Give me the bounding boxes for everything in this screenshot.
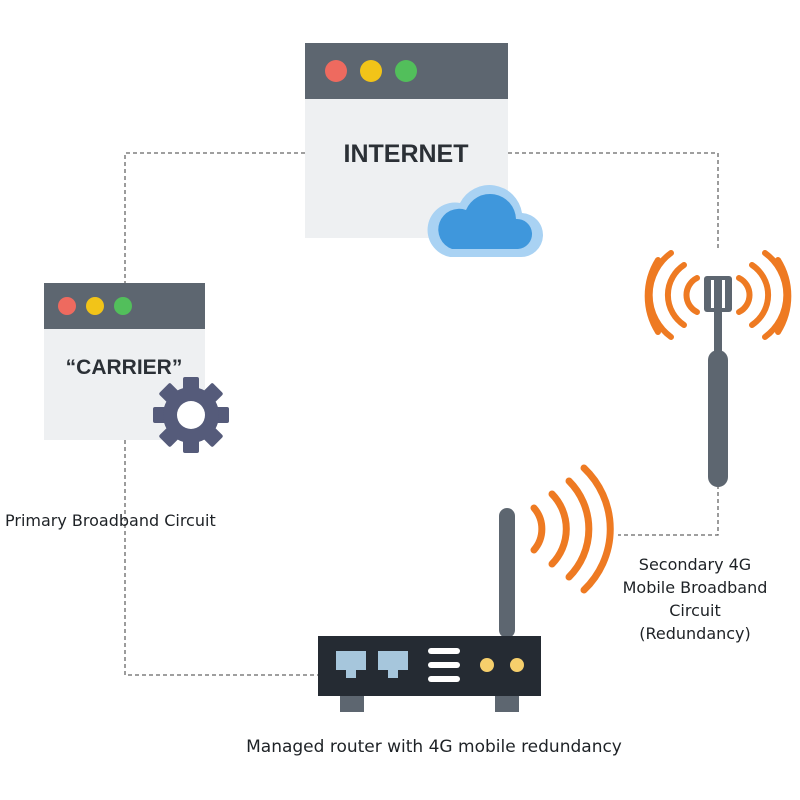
- router-signal-waves: [530, 464, 614, 594]
- window-minimize-dot: [360, 60, 382, 82]
- router-foot-left: [340, 694, 364, 712]
- router-vent: [428, 648, 460, 682]
- secondary-label-line: Circuit: [669, 601, 721, 620]
- carrier-window: “CARRIER”: [44, 283, 229, 453]
- router-status-led: [510, 658, 524, 672]
- router-icon: [318, 464, 614, 712]
- carrier-title: “CARRIER”: [66, 356, 183, 379]
- internet-title: INTERNET: [344, 140, 469, 168]
- secondary-circuit-label: Secondary 4G Mobile Broadband Circuit (R…: [623, 555, 768, 643]
- window-close-dot: [58, 297, 76, 315]
- cell-tower-icon: [644, 250, 792, 487]
- window-minimize-dot: [86, 297, 104, 315]
- primary-circuit-label: Primary Broadband Circuit: [5, 511, 216, 530]
- connection-lines: [124, 152, 719, 676]
- window-maximize-dot: [395, 60, 417, 82]
- internet-to-tower-line: [508, 152, 719, 250]
- router-ethernet-port: [378, 651, 408, 678]
- internet-window: INTERNET: [305, 43, 544, 258]
- window-close-dot: [325, 60, 347, 82]
- router-status-led: [480, 658, 494, 672]
- router-foot-right: [495, 694, 519, 712]
- router-antenna: [499, 508, 515, 638]
- tower-to-router-line: [618, 485, 719, 536]
- tower-signal-waves: [644, 250, 792, 340]
- router-label: Managed router with 4G mobile redundancy: [246, 737, 622, 757]
- secondary-label-line: (Redundancy): [639, 624, 751, 643]
- primary-circuit-line: [124, 152, 305, 283]
- window-maximize-dot: [114, 297, 132, 315]
- gear-icon: [153, 377, 229, 453]
- cloud-icon: [427, 185, 544, 258]
- secondary-label-line: Secondary 4G: [639, 555, 751, 574]
- primary-circuit-line-lower: [124, 440, 318, 676]
- router-ethernet-port: [336, 651, 366, 678]
- secondary-label-line: Mobile Broadband: [623, 578, 768, 597]
